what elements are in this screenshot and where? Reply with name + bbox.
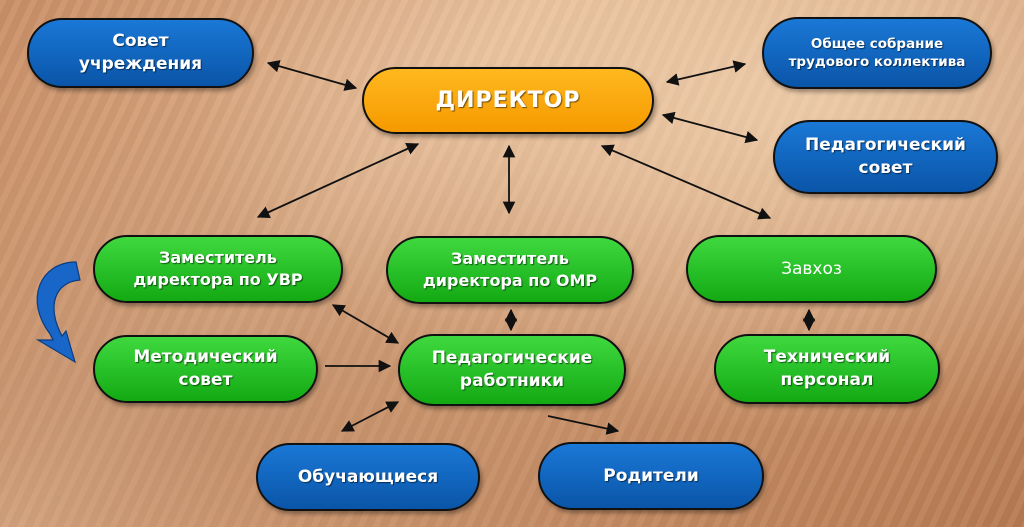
deputy-omr-label: Заместитель директора по ОМР bbox=[422, 249, 598, 290]
parents-label: Родители bbox=[603, 465, 699, 486]
ped-workers-node: Педагогические работники bbox=[398, 334, 626, 406]
supply-manager-label: Завхоз bbox=[781, 258, 842, 279]
arrow-director-supply-manager bbox=[600, 144, 772, 220]
arrow-council-director bbox=[266, 60, 358, 91]
council-label: Совет учреждения bbox=[78, 31, 203, 74]
students-node: Обучающиеся bbox=[256, 443, 480, 511]
deputy-uvr-label: Заместитель директора по УВР bbox=[133, 248, 303, 289]
method-council-node: Методический совет bbox=[93, 335, 318, 403]
arrow-director-general-meeting bbox=[665, 60, 747, 86]
tech-staff-node: Технический персонал bbox=[714, 334, 940, 404]
method-council-label: Методический совет bbox=[133, 347, 278, 390]
curved-arrow-deputy-to-method-council bbox=[35, 261, 81, 364]
director-node: ДИРЕКТОР bbox=[362, 67, 654, 134]
general-meeting-node: Общее собрание трудового коллектива bbox=[762, 17, 992, 89]
arrow-ped-workers-parents bbox=[547, 415, 620, 435]
general-meeting-label: Общее собрание трудового коллектива bbox=[788, 35, 966, 70]
ped-council-node: Педагогический совет bbox=[773, 120, 998, 194]
students-label: Обучающиеся bbox=[297, 466, 439, 487]
director-label: ДИРЕКТОР bbox=[435, 87, 581, 113]
deputy-uvr-node: Заместитель директора по УВР bbox=[93, 235, 343, 303]
ped-workers-label: Педагогические работники bbox=[431, 348, 593, 391]
arrow-deputy-uvr-ped-workers bbox=[331, 304, 400, 344]
arrow-director-ped-council bbox=[661, 111, 759, 144]
parents-node: Родители bbox=[538, 442, 764, 510]
tech-staff-label: Технический персонал bbox=[763, 347, 891, 390]
council-node: Совет учреждения bbox=[27, 18, 254, 88]
supply-manager-node: Завхоз bbox=[686, 235, 937, 303]
arrow-ped-workers-students bbox=[340, 401, 400, 432]
deputy-omr-node: Заместитель директора по ОМР bbox=[386, 236, 634, 304]
arrow-director-deputy-uvr bbox=[256, 142, 420, 219]
ped-council-label: Педагогический совет bbox=[805, 135, 966, 178]
